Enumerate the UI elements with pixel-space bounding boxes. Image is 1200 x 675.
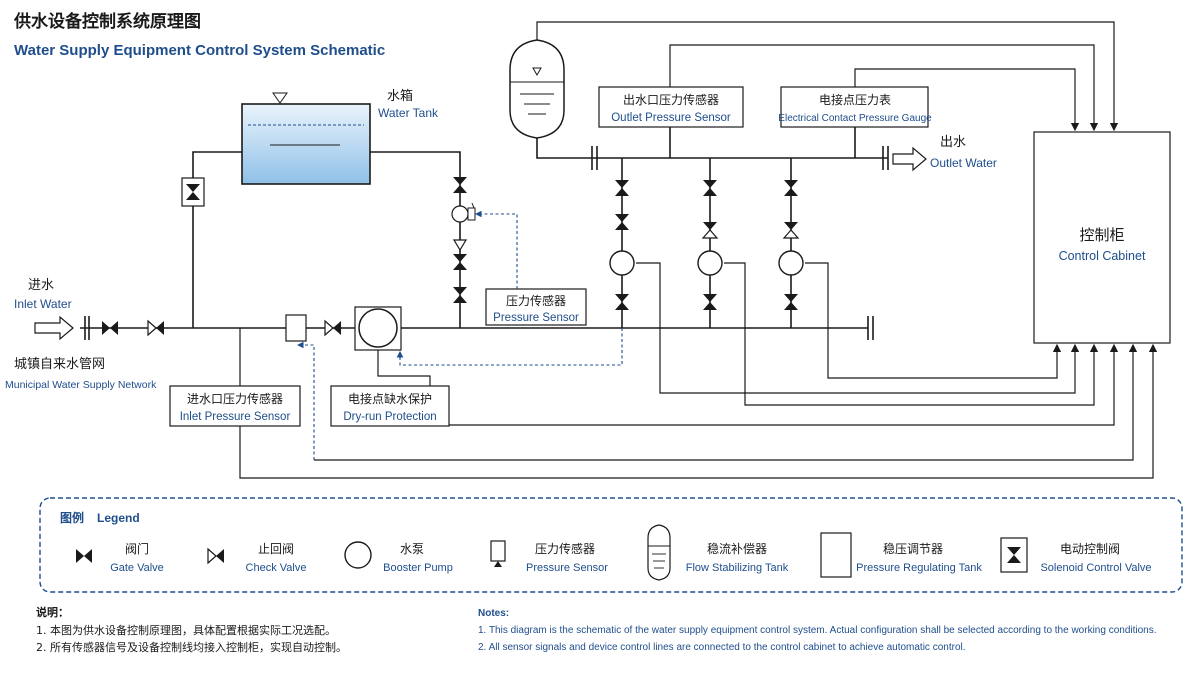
inlet-check-valve-icon [147, 320, 165, 336]
notes-zh-title: 说明： [36, 605, 69, 619]
notes-zh: 说明： 1. 本图为供水设备控制原理图，具体配置根据实际工况选配。 2. 所有传… [36, 605, 347, 654]
control-cabinet-box [1033, 131, 1171, 344]
pump-branch-3 [778, 180, 804, 310]
notes-zh-line-1: 1. 本图为供水设备控制原理图，具体配置根据实际工况选配。 [36, 623, 336, 637]
inlet-water-label-zh: 进水 [28, 278, 54, 293]
outlet-water-label-en: Outlet Water [930, 156, 997, 170]
tank-line-gate-valve-2-icon [453, 254, 467, 270]
legend-item-3-zh: 水泵 [400, 542, 424, 556]
solenoid-valve-icon [1000, 537, 1028, 573]
inlet-sensor-label-en: Inlet Pressure Sensor [180, 411, 291, 423]
inlet-pressure-sensor-icon [285, 314, 307, 342]
contact-gauge-box [780, 86, 929, 128]
control-wires-top [536, 21, 1119, 132]
booster-pump-icon [344, 541, 372, 569]
contact-gauge-label-zh: 电接点压力表 [819, 92, 891, 107]
notes-en-line-2: 2. All sensor signals and device control… [478, 642, 966, 653]
legend: 图例 Legend 阀门 Gate Valve 止回阀 Check Valve … [39, 497, 1183, 593]
legend-title-en: Legend [97, 511, 140, 525]
outlet-arrow-icon [892, 146, 927, 172]
legend-item-1-en: Gate Valve [110, 562, 164, 574]
outlet-sensor-label-zh: 出水口压力传感器 [623, 92, 719, 107]
pump-check-valve-icon [324, 320, 342, 336]
pressure-regulating-tank-icon [820, 532, 852, 578]
flow-stabilizing-tank [509, 39, 565, 139]
pump-branch-2 [697, 180, 723, 310]
tank-line-gauge-icon [451, 202, 476, 223]
notes-en-line-1: 1. This diagram is the schematic of the … [478, 625, 1157, 636]
municipal-label-zh: 城镇自来水管网 [14, 357, 105, 372]
pressure-sensor-label-zh: 压力传感器 [506, 293, 566, 308]
main-pipeline [80, 126, 889, 340]
legend-item-6-en: Pressure Regulating Tank [856, 562, 982, 574]
dry-run-label-en: Dry-run Protection [343, 411, 436, 423]
legend-item-7-zh: 电动控制阀 [1060, 542, 1120, 556]
inlet-sensor-label-zh: 进水口压力传感器 [187, 391, 283, 406]
legend-item-6-zh: 稳压调节器 [883, 541, 943, 556]
tank-line-check-valve-icon [452, 239, 468, 252]
title-zh: 供水设备控制系统原理图 [13, 11, 201, 32]
control-cabinet-label-zh: 控制柜 [1079, 226, 1124, 244]
outlet-sensor-label-en: Outlet Pressure Sensor [611, 112, 731, 124]
legend-item-5-en: Flow Stabilizing Tank [686, 562, 789, 574]
tank-line-gate-valve-1-icon [453, 177, 467, 193]
legend-title-zh: 图例 [60, 510, 84, 525]
municipal-label-en: Municipal Water Supply Network [5, 379, 157, 391]
solenoid-valve-icon [181, 177, 205, 207]
legend-item-4-en: Pressure Sensor [526, 562, 608, 574]
dry-run-label-zh: 电接点缺水保护 [348, 391, 432, 406]
inlet-arrow-icon [34, 315, 74, 341]
legend-item-3-en: Booster Pump [383, 562, 453, 574]
tank-line-gate-valve-3-icon [453, 287, 467, 303]
control-wires-bottom [239, 262, 1158, 479]
water-tank-label-en: Water Tank [378, 106, 439, 120]
main-booster-pump-icon [354, 306, 402, 351]
dry-run-box [330, 385, 450, 427]
pump-branch-1 [609, 180, 635, 310]
water-tank [241, 92, 371, 185]
legend-item-2-en: Check Valve [246, 562, 307, 574]
legend-item-4-zh: 压力传感器 [535, 541, 595, 556]
legend-item-1-zh: 阀门 [125, 541, 149, 556]
title-en: Water Supply Equipment Control System Sc… [14, 42, 385, 59]
pressure-sensor-label-box [485, 288, 587, 326]
contact-gauge-label-en: Electrical Contact Pressure Gauge [778, 113, 932, 124]
flow-stabilizing-tank-icon [647, 524, 671, 581]
notes-en: Notes: 1. This diagram is the schematic … [478, 608, 1157, 653]
inlet-water-label-en: Inlet Water [14, 297, 72, 311]
legend-item-7-en: Solenoid Control Valve [1040, 562, 1151, 574]
notes-en-title: Notes: [478, 608, 509, 619]
outlet-water-label-zh: 出水 [940, 135, 966, 150]
notes-zh-line-2: 2. 所有传感器信号及设备控制线均接入控制柜，实现自动控制。 [36, 640, 347, 654]
pump-signal-line [396, 328, 623, 366]
pressure-sensor-label-en: Pressure Sensor [493, 312, 579, 324]
inlet-gate-valve-icon [102, 321, 118, 335]
control-cabinet-label-en: Control Cabinet [1059, 249, 1146, 263]
outlet-sensor-box [598, 86, 744, 128]
water-tank-label-zh: 水箱 [387, 88, 413, 104]
pressure-sensor-icon [490, 540, 506, 567]
inlet-sensor-box [169, 385, 301, 427]
legend-item-2-zh: 止回阀 [258, 542, 294, 556]
legend-item-5-zh: 稳流补偿器 [707, 541, 767, 556]
